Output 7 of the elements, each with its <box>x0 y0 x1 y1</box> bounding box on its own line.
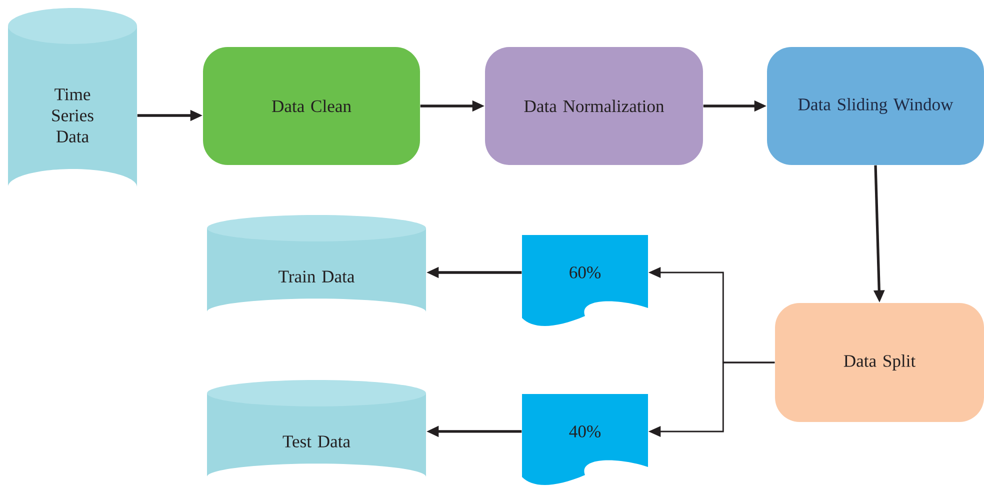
database-cylinder: Time Series Data <box>8 8 137 187</box>
database-cylinder: Test Data <box>207 380 426 477</box>
process-box: Data Normalization <box>485 47 703 165</box>
process-box: Data Clean <box>203 47 420 165</box>
process-box: Data Split <box>775 303 984 422</box>
database-cylinder: Train Data <box>207 215 426 312</box>
process-box: Data Sliding Window <box>767 47 984 165</box>
